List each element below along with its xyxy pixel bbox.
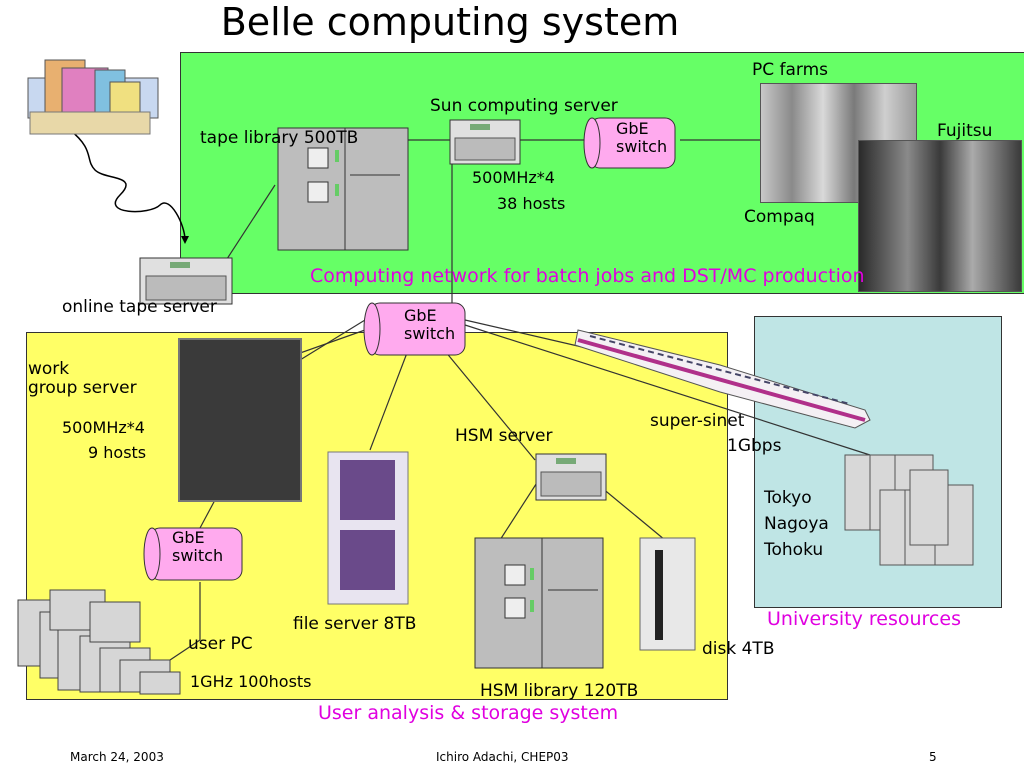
pc-farm-fujitsu-photo: [858, 140, 1022, 292]
switch-shapes: [143, 117, 676, 581]
work-group-spec-cpu: 500MHz*4: [62, 418, 145, 437]
file-server-label: file server 8TB: [293, 614, 417, 634]
work-switch-line2: switch: [172, 546, 224, 565]
arrow-head: [181, 236, 189, 244]
disk-label: disk 4TB: [702, 639, 775, 659]
work-group-spec-hosts: 9 hosts: [88, 443, 147, 462]
user-pc-spec: 1GHz 100hosts: [190, 672, 312, 691]
tape-library-graphic: [277, 127, 409, 251]
hsm-server-graphic: [535, 453, 607, 501]
connection-lines: [69, 129, 871, 661]
university-caption: University resources: [767, 608, 961, 630]
online-tape-server-label: online tape server: [62, 297, 217, 317]
work-group-label-line1: work: [28, 359, 70, 379]
sun-server-spec-hosts: 38 hosts: [497, 194, 566, 213]
hsm-library-graphic: [474, 537, 604, 669]
disk-graphic: [639, 537, 696, 651]
user-analysis-caption: User analysis & storage system: [318, 702, 619, 724]
file-server-graphic: [327, 451, 409, 605]
footer-page-number: 5: [929, 750, 937, 764]
university-racks-graphic: [844, 454, 974, 566]
university-site-tokyo: Tokyo: [764, 488, 812, 508]
sun-server-label: Sun computing server: [430, 96, 618, 116]
online-tape-server-graphic: [139, 257, 233, 305]
footer-date: March 24, 2003: [70, 750, 164, 764]
slide-title: Belle computing system: [220, 0, 680, 44]
train-graphic: [574, 329, 871, 429]
computing-network-caption: Computing network for batch jobs and DST…: [310, 265, 865, 287]
compaq-label: Compaq: [744, 207, 815, 227]
university-site-tohoku: Tohoku: [764, 540, 824, 560]
sun-server-spec-cpu: 500MHz*4: [472, 168, 555, 187]
work-group-label-line2: group server: [28, 378, 137, 398]
detector-icon: [27, 59, 159, 135]
work-group-server-rack: [178, 338, 302, 502]
central-switch-line2: switch: [404, 324, 456, 343]
gbe-switch-top-line1: GbE: [616, 119, 649, 138]
fujitsu-label: Fujitsu: [937, 121, 993, 141]
super-sinet-bandwidth: 1Gbps: [727, 436, 782, 456]
user-pc-label: user PC: [188, 634, 253, 654]
work-switch-line1: GbE: [172, 528, 205, 547]
central-switch-line1: GbE: [404, 306, 437, 325]
gbe-switch-top-line2: switch: [616, 137, 668, 156]
footer-author: Ichiro Adachi, CHEP03: [436, 750, 569, 764]
hsm-server-label: HSM server: [455, 426, 553, 446]
sun-server-graphic: [449, 119, 521, 165]
pc-farms-label: PC farms: [752, 60, 829, 80]
hsm-library-label: HSM library 120TB: [480, 681, 639, 701]
tape-library-label: tape library 500TB: [200, 128, 359, 148]
super-sinet-label: super-sinet: [650, 411, 745, 431]
university-site-nagoya: Nagoya: [764, 514, 829, 534]
user-pc-graphic: [17, 589, 181, 695]
